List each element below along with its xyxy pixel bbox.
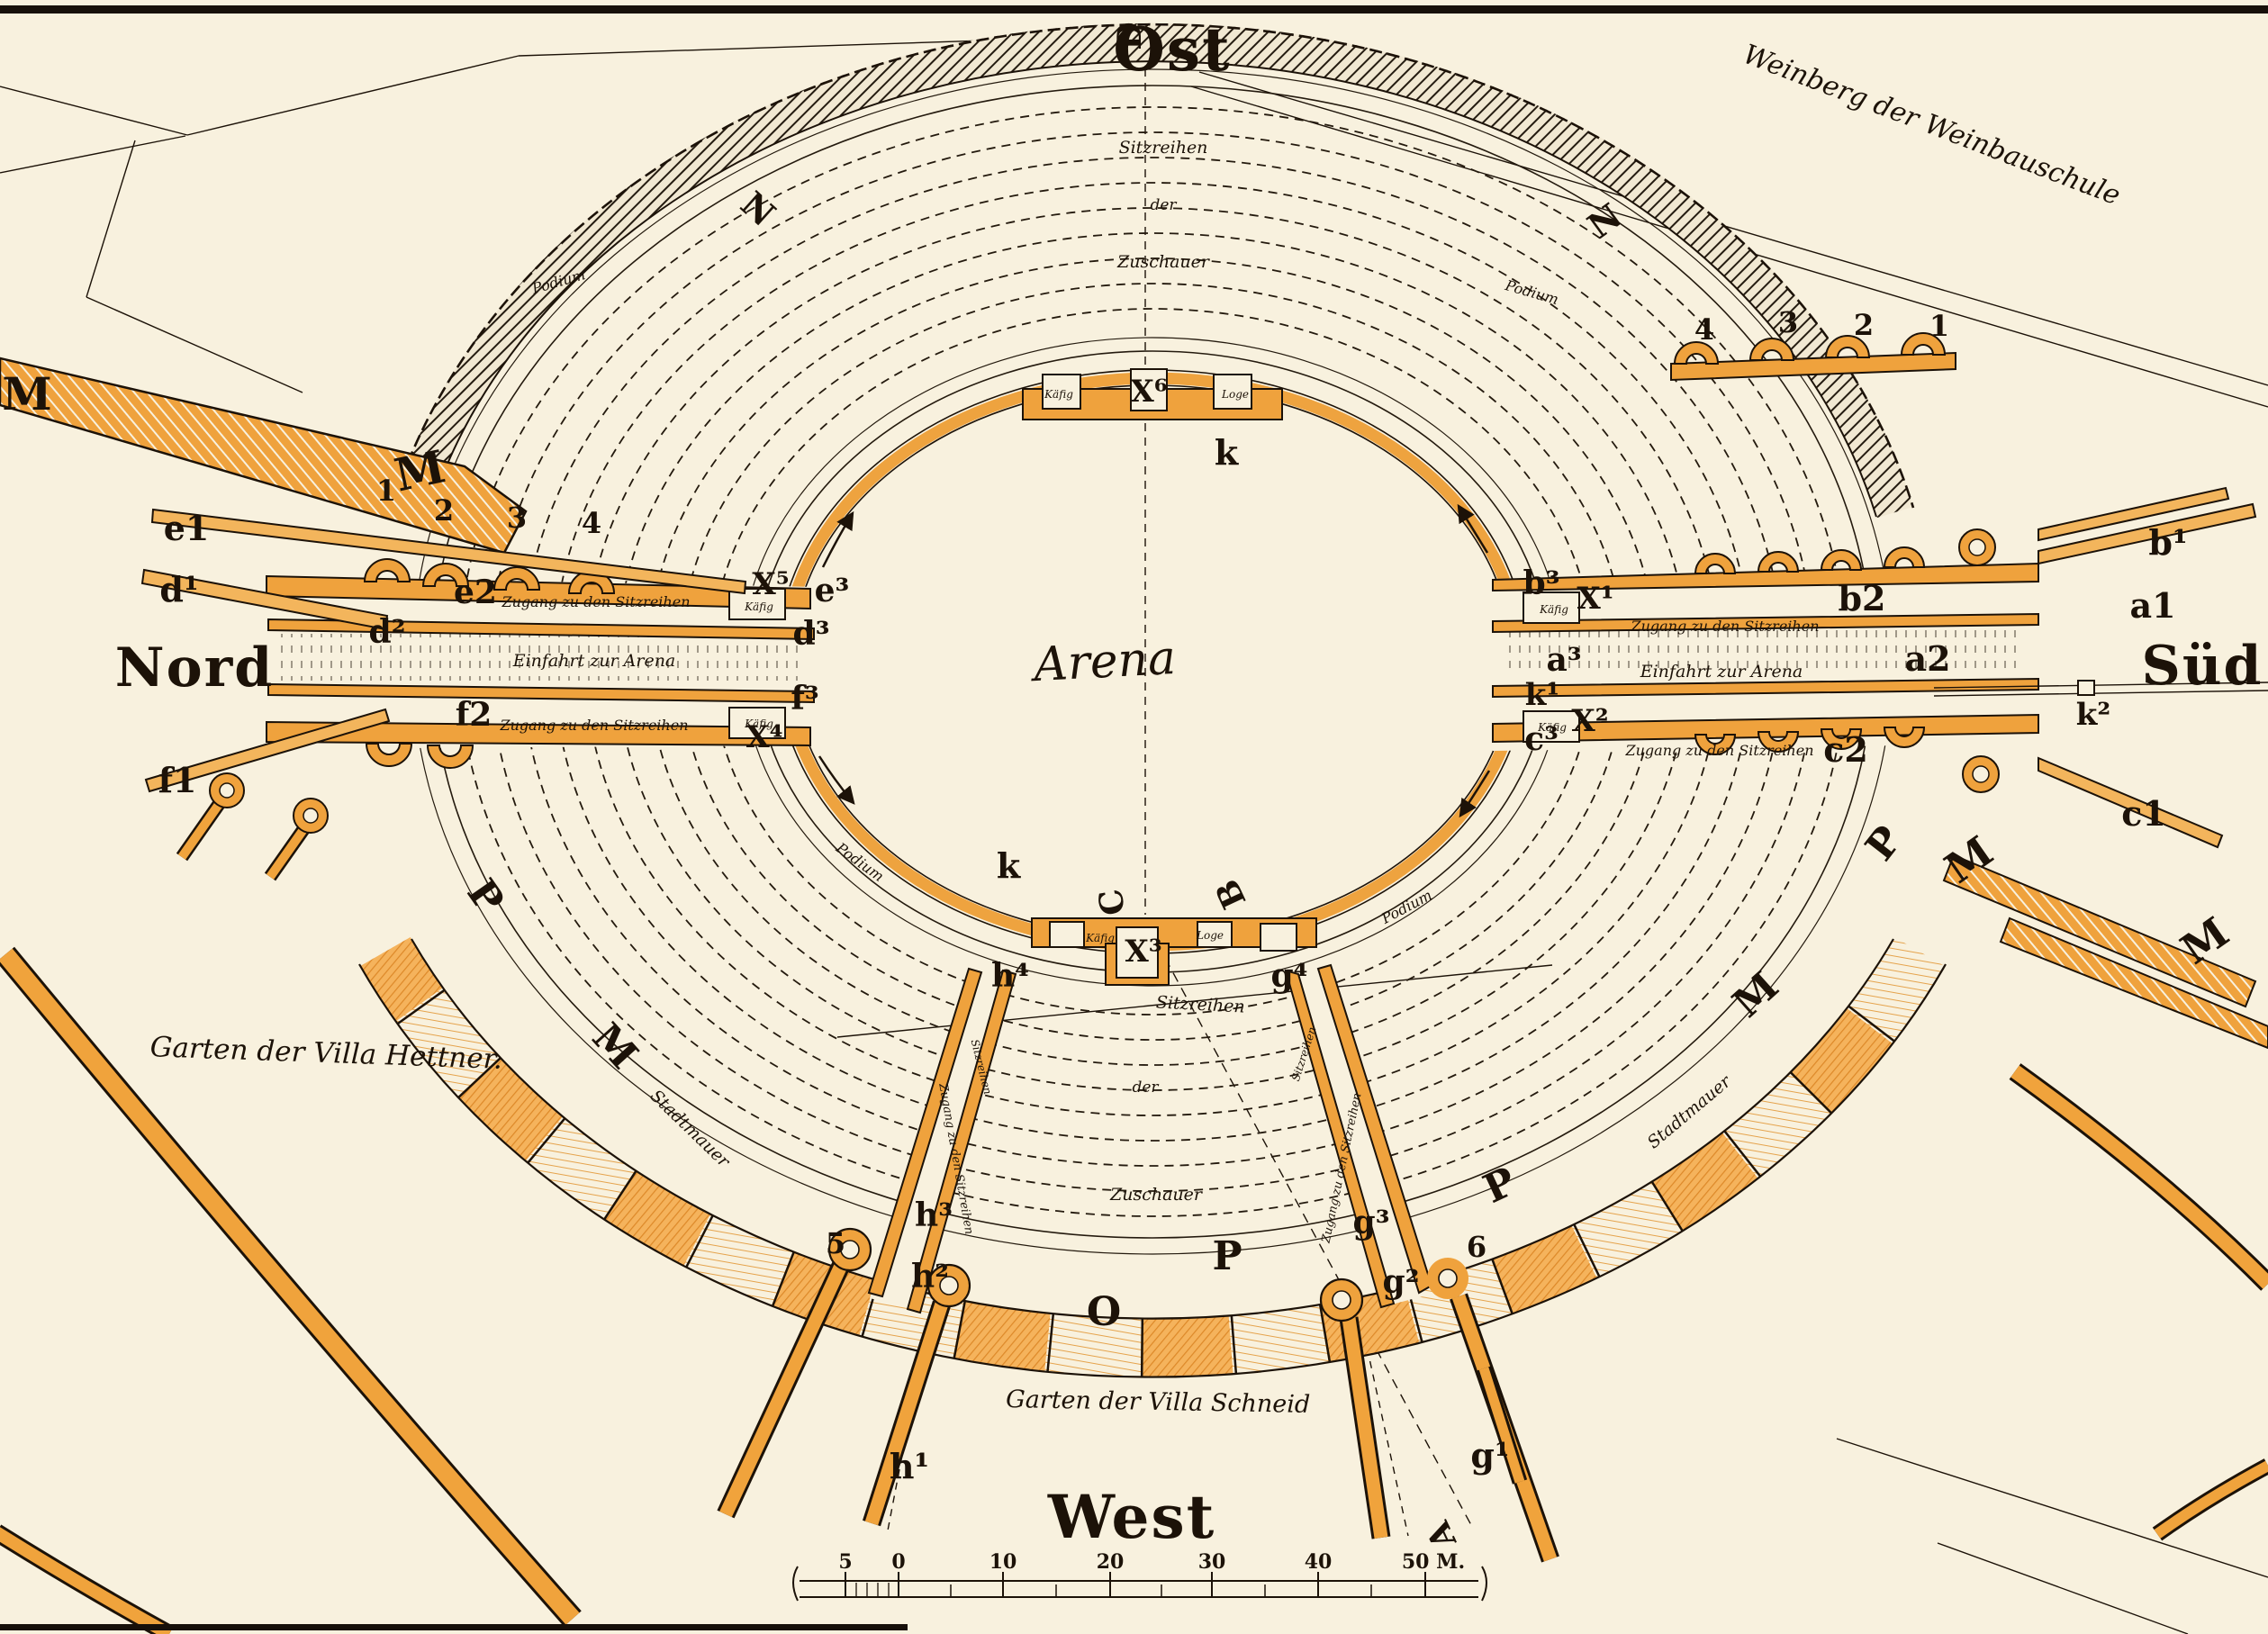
label-g4: g⁴ bbox=[1271, 957, 1308, 995]
north-entrance bbox=[140, 508, 855, 881]
kaefig-south-lower: Käfig bbox=[1537, 721, 1567, 734]
label-e3: e³ bbox=[815, 572, 850, 609]
label-f3: f³ bbox=[791, 680, 818, 718]
label-e2: e2 bbox=[454, 573, 497, 611]
label-d3: d³ bbox=[793, 615, 830, 653]
label-b2: b2 bbox=[1838, 578, 1885, 618]
arch-4-north: 4 bbox=[582, 506, 601, 540]
einfahrt-north: Einfahrt zur Arena bbox=[512, 651, 676, 671]
corner-roads bbox=[0, 946, 2268, 1634]
label-c3: c³ bbox=[1524, 720, 1559, 758]
arch-5: 5 bbox=[826, 1226, 845, 1260]
carcer-structure-east bbox=[1022, 368, 1283, 420]
scale-bar bbox=[792, 1566, 1487, 1602]
loge-west: Loge bbox=[1196, 929, 1224, 942]
label-h1: h¹ bbox=[890, 1446, 929, 1486]
kaefig-south-upper: Käfig bbox=[1539, 603, 1568, 616]
label-h4: h⁴ bbox=[991, 957, 1029, 995]
ring-text-der-bottom: der bbox=[1132, 1079, 1159, 1097]
label-b3: b³ bbox=[1523, 564, 1560, 602]
scale-tick-10: 10 bbox=[989, 1550, 1017, 1574]
label-m-1: M bbox=[2, 367, 51, 420]
city-wall-band-topleft bbox=[0, 357, 528, 555]
label-a1: a1 bbox=[2129, 585, 2175, 626]
west-entrance-right bbox=[1284, 963, 1559, 1563]
arch-1-north: 1 bbox=[376, 474, 396, 508]
label-x4: X⁴ bbox=[745, 719, 782, 755]
label-x6: X⁶ bbox=[1130, 374, 1167, 410]
label-h2: h² bbox=[911, 1258, 949, 1295]
label-m-2: M bbox=[390, 439, 449, 501]
label-c1: c1 bbox=[2121, 793, 2166, 834]
letter-d: D bbox=[1111, 22, 1149, 50]
scale-tick-5: 5 bbox=[838, 1550, 852, 1574]
page-border bbox=[0, 5, 2268, 1630]
scale-tick-20: 20 bbox=[1097, 1550, 1125, 1574]
zugang-south-lower: Zugang zu den Sitzreihen bbox=[1624, 742, 1813, 759]
arena-label: Arena bbox=[1029, 631, 1178, 692]
label-e1: e1 bbox=[164, 508, 210, 548]
ring-text-zuschauer-bottom: Zuschauer bbox=[1109, 1185, 1204, 1205]
label-x3: X³ bbox=[1125, 934, 1161, 970]
label-x5: X⁵ bbox=[752, 566, 789, 602]
label-h3: h³ bbox=[915, 1196, 953, 1234]
arch-6: 6 bbox=[1467, 1230, 1486, 1264]
label-k-lower: k bbox=[997, 845, 1021, 886]
ring-text-sitzreihen-top: Sitzreihen bbox=[1119, 138, 1208, 158]
label-x1: X¹ bbox=[1577, 581, 1613, 617]
compass-west: West bbox=[1047, 1482, 1215, 1552]
scale-tick-30: 30 bbox=[1198, 1550, 1226, 1574]
kaefig-east: Käfig bbox=[1044, 388, 1073, 401]
label-f2: f2 bbox=[456, 696, 492, 734]
label-d2: d² bbox=[369, 613, 406, 651]
label-k2: k² bbox=[2076, 697, 2110, 733]
earth-bank-ring bbox=[393, 23, 1915, 519]
carcer-structure-west bbox=[1031, 917, 1317, 986]
scale-tick-50: 50 M. bbox=[1402, 1550, 1465, 1574]
area-garden-schneid: Garten der Villa Schneid bbox=[1006, 1386, 1311, 1419]
compass-north: Nord bbox=[115, 636, 274, 700]
zugang-south-upper: Zugang zu den Sitzreihen bbox=[1630, 618, 1819, 635]
arch-2-north: 2 bbox=[434, 493, 454, 528]
label-p-1: P bbox=[1212, 1233, 1242, 1279]
label-f1: f1 bbox=[158, 760, 197, 800]
label-k1: k¹ bbox=[1525, 677, 1559, 713]
label-b1: b¹ bbox=[2148, 522, 2187, 563]
label-a3: a³ bbox=[1546, 641, 1581, 679]
scale-tick-40: 40 bbox=[1305, 1550, 1333, 1574]
arch-3-south: 3 bbox=[1778, 305, 1798, 339]
einfahrt-south: Einfahrt zur Arena bbox=[1640, 662, 1803, 682]
kaefig-north-lower: Käfig bbox=[744, 718, 773, 730]
label-g2: g² bbox=[1383, 1263, 1420, 1301]
ring-text-der-top: der bbox=[1150, 196, 1177, 214]
compass-east: Ost bbox=[1113, 14, 1231, 85]
arch-3-north: 3 bbox=[507, 501, 527, 535]
kaefig-west: Käfig bbox=[1085, 932, 1115, 944]
arch-1-south: 1 bbox=[1929, 309, 1949, 343]
label-g1: g¹ bbox=[1470, 1435, 1509, 1476]
zugang-north-lower: Zugang zu den Sitzreihen bbox=[499, 717, 688, 734]
arch-2-south: 2 bbox=[1854, 308, 1874, 342]
compass-south: Süd bbox=[2142, 635, 2263, 698]
south-entrance bbox=[1457, 332, 2268, 1050]
loge-east: Loge bbox=[1221, 388, 1249, 401]
ring-text-zuschauer-top: Zuschauer bbox=[1116, 252, 1211, 272]
label-c2: c2 bbox=[1823, 729, 1868, 770]
label-g3: g³ bbox=[1353, 1204, 1390, 1241]
label-a2: a2 bbox=[1904, 638, 1950, 679]
ring-text-sitzreihen-bottom: Sitzreihen bbox=[1155, 992, 1245, 1016]
label-k-upper: k bbox=[1215, 432, 1239, 473]
arch-4-south: 4 bbox=[1694, 312, 1714, 347]
scale-tick-0: 0 bbox=[891, 1550, 905, 1574]
label-o: O bbox=[1087, 1289, 1121, 1335]
west-entrance-left bbox=[717, 967, 1017, 1527]
label-x2: X² bbox=[1571, 703, 1608, 739]
city-wall-ring bbox=[358, 937, 1947, 1378]
label-d1: d¹ bbox=[159, 569, 198, 609]
zugang-north-upper: Zugang zu den Sitzreihen bbox=[501, 593, 690, 610]
kaefig-north-upper: Käfig bbox=[744, 600, 773, 613]
